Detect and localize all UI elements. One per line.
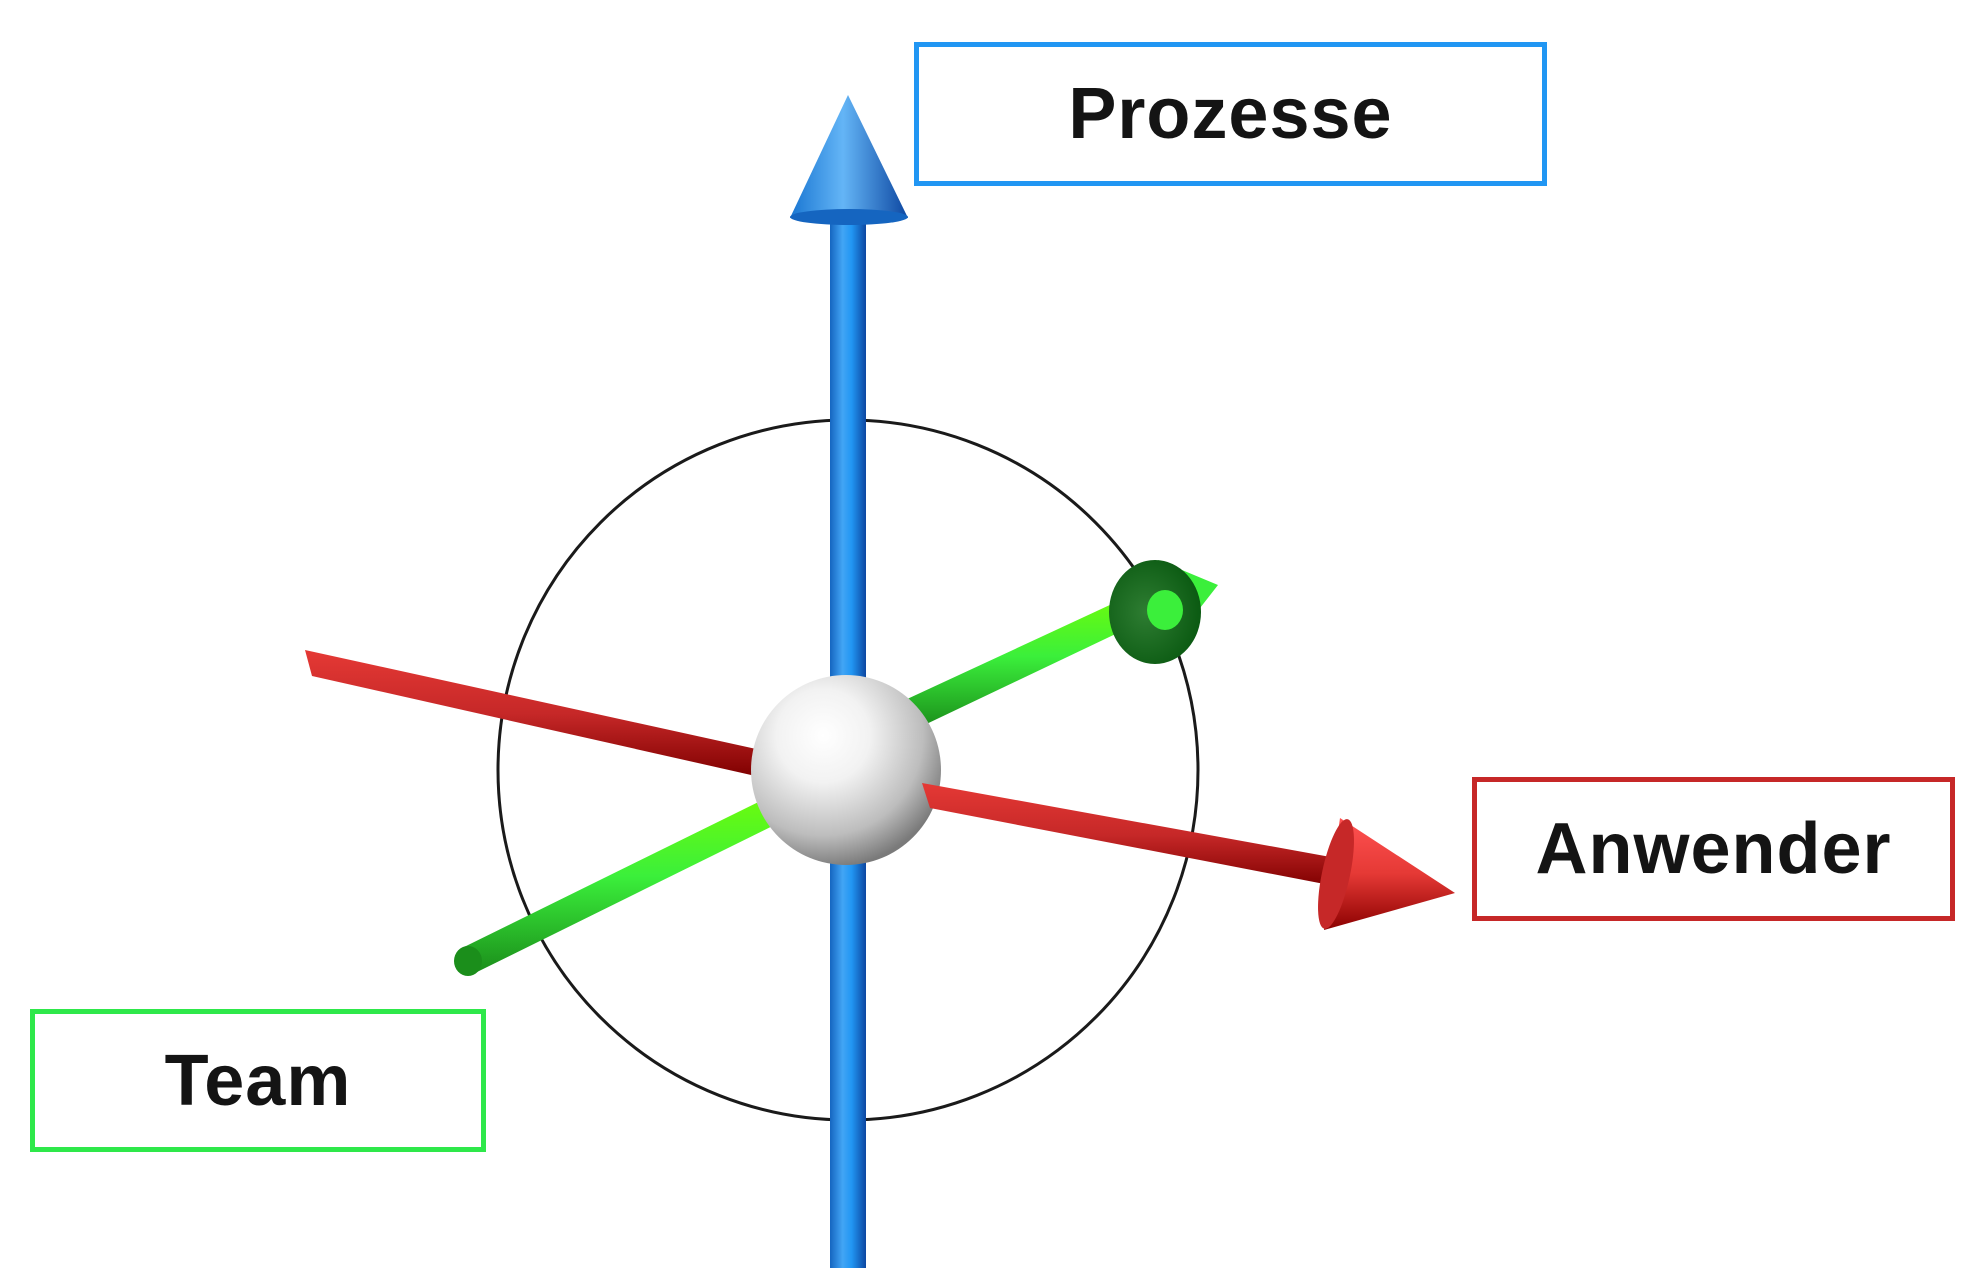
- team-axis-front: [454, 780, 815, 976]
- anwender-axis-front: [922, 783, 1455, 930]
- origin-sphere: [751, 675, 941, 865]
- team-label: Team: [164, 1040, 352, 1121]
- team-axis-back: [905, 560, 1218, 728]
- anwender-label: Anwender: [1535, 809, 1892, 889]
- prozesse-label-box: Prozesse: [914, 42, 1547, 186]
- anwender-label-box: Anwender: [1472, 777, 1955, 921]
- anwender-axis-back: [305, 650, 770, 777]
- team-label-box: Team: [30, 1009, 486, 1152]
- prozesse-label: Prozesse: [1068, 74, 1393, 154]
